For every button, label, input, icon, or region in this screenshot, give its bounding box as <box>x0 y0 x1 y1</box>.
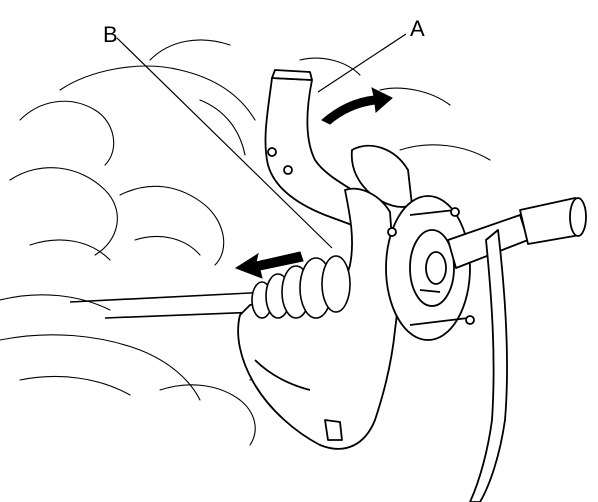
tie-rod <box>69 291 271 319</box>
leader-lines <box>116 33 407 249</box>
pull-direction-arrow-icon <box>234 251 304 279</box>
rotation-arrow-icon <box>321 87 393 125</box>
wheel-hub <box>385 195 475 341</box>
leader-line-a <box>317 33 407 93</box>
callout-label-b: B <box>103 22 118 47</box>
callout-label-a: A <box>410 16 425 41</box>
strut-arm <box>264 69 361 226</box>
puller-tool <box>447 197 587 502</box>
cv-boot <box>251 255 351 319</box>
background-linework <box>0 39 491 446</box>
leader-line-b <box>116 37 333 249</box>
